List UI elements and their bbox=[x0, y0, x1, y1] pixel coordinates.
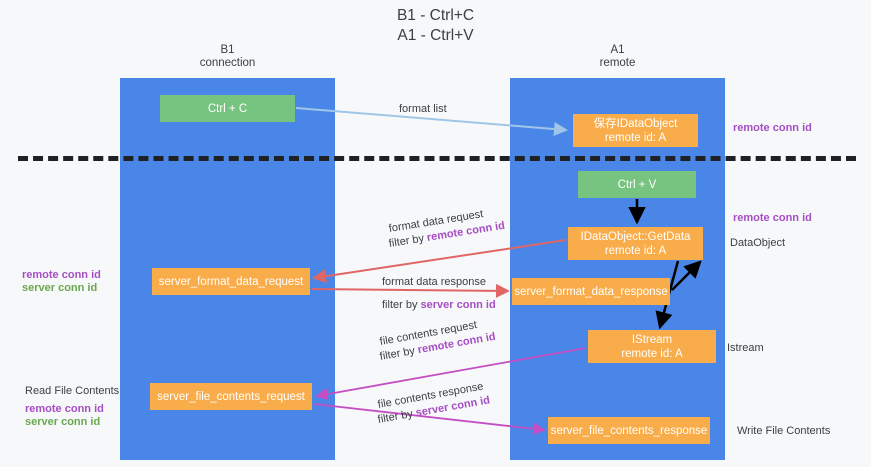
node-server-file-contents-request[interactable]: server_file_contents_request bbox=[150, 383, 312, 410]
node-server-format-data-request-label: server_format_data_request bbox=[158, 275, 304, 288]
node-ctrl-c-label: Ctrl + C bbox=[207, 102, 248, 115]
edge-label-group-format-data-request: format data request filter by remote con… bbox=[388, 208, 506, 252]
annotation-left-server-conn-id-1: server conn id bbox=[22, 282, 98, 294]
node-ctrl-v-label: Ctrl + V bbox=[617, 178, 657, 191]
lane-header-b1: B1 connection bbox=[135, 44, 320, 70]
lane-a1-sub: remote bbox=[599, 57, 636, 69]
node-istream-line2: remote id: A bbox=[621, 347, 683, 360]
lane-header-a1: A1 remote bbox=[525, 44, 710, 70]
node-save-idataobject[interactable]: 保存IDataObject remote id: A bbox=[573, 114, 698, 147]
node-server-file-contents-response[interactable]: server_file_contents_response bbox=[548, 417, 710, 444]
node-ctrl-c[interactable]: Ctrl + C bbox=[160, 95, 295, 122]
filter-prefix: filter by bbox=[382, 299, 421, 311]
node-save-idataobject-line1: 保存IDataObject bbox=[593, 117, 678, 130]
edge-label-group-file-contents-response: file contents response filter by server … bbox=[377, 381, 492, 428]
node-save-idataobject-line2: remote id: A bbox=[604, 131, 667, 144]
edge-label-format-data-response-filter: filter by server conn id bbox=[382, 298, 496, 313]
node-server-file-contents-request-label: server_file_contents_request bbox=[157, 390, 305, 403]
node-istream[interactable]: IStream remote id: A bbox=[588, 330, 716, 363]
lane-b1-name: B1 bbox=[220, 44, 235, 56]
lane-a1-name: A1 bbox=[610, 44, 625, 56]
node-server-format-data-response[interactable]: server_format_data_response bbox=[512, 278, 670, 305]
annotation-right-dataobject: DataObject bbox=[730, 237, 786, 249]
node-ctrl-v[interactable]: Ctrl + V bbox=[578, 171, 696, 198]
page-title: B1 - Ctrl+C A1 - Ctrl+V bbox=[0, 6, 871, 46]
annotation-right-write-file-contents: Write File Contents bbox=[737, 425, 831, 437]
edge-label-format-data-response: format data response bbox=[382, 276, 486, 288]
annotation-left-remote-conn-id-1: remote conn id bbox=[22, 269, 101, 281]
node-idataobject-getdata-line1: IDataObject::GetData bbox=[580, 230, 691, 243]
node-server-format-data-request[interactable]: server_format_data_request bbox=[152, 268, 310, 295]
edge-label-format-list: format list bbox=[399, 103, 447, 115]
annotation-right-istream: Istream bbox=[727, 342, 764, 354]
node-idataobject-getdata-line2: remote id: A bbox=[604, 244, 667, 257]
edge-label-group-file-contents-request: file contents request filter by remote c… bbox=[379, 319, 497, 365]
title-line-1: B1 - Ctrl+C bbox=[396, 7, 475, 24]
annotation-right-remote-conn-id-2: remote conn id bbox=[733, 212, 812, 224]
node-server-format-data-response-label: server_format_data_response bbox=[514, 285, 668, 298]
node-server-file-contents-response-label: server_file_contents_response bbox=[550, 424, 708, 437]
node-idataobject-getdata[interactable]: IDataObject::GetData remote id: A bbox=[568, 227, 703, 260]
annotation-left-read-file-contents: Read File Contents bbox=[25, 385, 120, 397]
phase-divider bbox=[18, 156, 856, 161]
annotation-right-remote-conn-id-1: remote conn id bbox=[733, 122, 812, 134]
edge-label-group-format-data-response: format data response filter by server co… bbox=[382, 275, 496, 313]
annotation-left-remote-conn-id-2: remote conn id bbox=[25, 403, 104, 415]
annotation-left-server-conn-id-2: server conn id bbox=[25, 416, 101, 428]
node-istream-line1: IStream bbox=[631, 333, 673, 346]
title-line-2: A1 - Ctrl+V bbox=[397, 27, 474, 44]
lane-b1-sub: connection bbox=[199, 57, 256, 69]
filter-key-server-conn-id: server conn id bbox=[420, 299, 496, 311]
